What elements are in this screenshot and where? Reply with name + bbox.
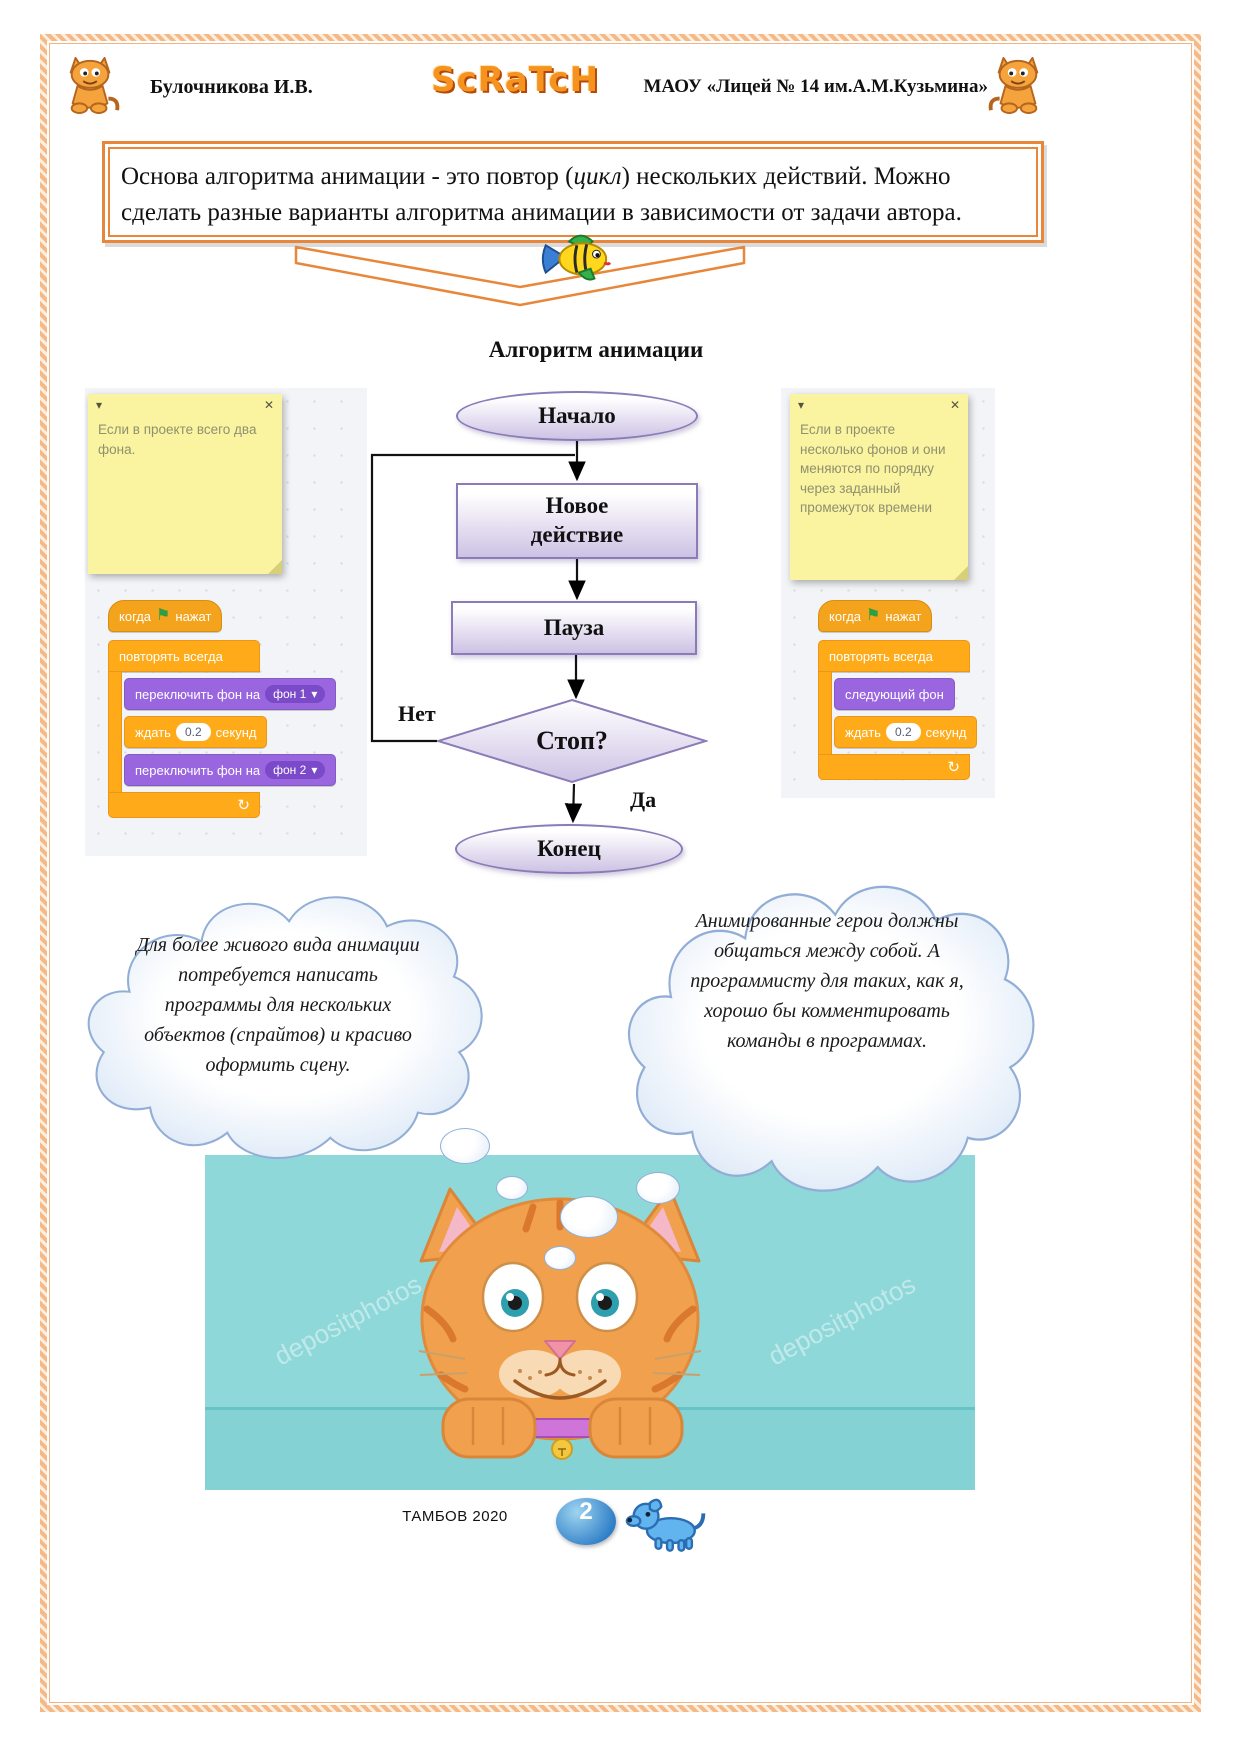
intro-text-italic: цикл: [573, 163, 622, 190]
scratch-comment-left: ▾ ✕ Если в проекте всего два фона.: [88, 394, 282, 574]
collapse-icon: ▾: [96, 398, 103, 412]
page-number-badge: 2: [556, 1498, 616, 1545]
node-label: Пауза: [543, 615, 605, 640]
when-flag-clicked-block: когда ⚑ нажат: [818, 600, 933, 632]
scratch-cat-icon: [69, 56, 120, 114]
intro-text-part2: ) нескольких действий. Можно сделать раз…: [121, 163, 962, 226]
flowchart-action-node: Новое действие: [456, 483, 698, 559]
thought-bubble: [636, 1172, 680, 1204]
switch-backdrop-block: переключить фон на фон 1 ▾: [124, 678, 337, 710]
footer-city-year: ТАМБОВ 2020: [402, 1508, 508, 1525]
school-name: МАОУ «Лицей № 14 им.А.М.Кузьмина»: [643, 76, 988, 97]
intro-text-part1: Основа алгоритма анимации - это повтор (: [121, 163, 574, 190]
close-icon: ✕: [263, 398, 274, 412]
block-label: нажат: [175, 608, 212, 624]
dropdown-arrow-icon: ▾: [311, 763, 318, 777]
thought-cloud-left-text: Для более живого вида анимации потребует…: [136, 934, 420, 1076]
fish-icon: [541, 234, 612, 281]
thought-bubble: [544, 1246, 576, 1270]
thought-cloud-right-text: Анимированные герои должны общаться межд…: [690, 910, 964, 1052]
intro-box: Основа алгоритма анимации - это повтор (…: [102, 141, 1044, 243]
dog-icon: [625, 1498, 706, 1552]
dropdown-arrow-icon: ▾: [311, 687, 318, 701]
flowchart-title: Алгоритм анимации: [488, 337, 704, 362]
comment-title-bar: ▾ ✕: [790, 394, 968, 412]
forever-block: повторять всегда: [108, 640, 260, 672]
scratch-cat-icon: [988, 56, 1039, 114]
wait-block: ждать 0.2 секунд: [834, 716, 978, 748]
comment-title-bar: ▾ ✕: [88, 394, 282, 412]
green-flag-icon: ⚑: [156, 607, 171, 624]
wait-value-input: 0.2: [175, 723, 211, 741]
loop-arrow-icon: ↻: [947, 759, 960, 776]
forever-block-cap: ↻: [818, 754, 970, 780]
block-label: повторять всегда: [119, 648, 223, 664]
backdrop-dropdown: фон 1 ▾: [265, 685, 326, 703]
thought-bubble: [560, 1196, 618, 1238]
collapse-icon: ▾: [798, 398, 805, 412]
loop-arrow-icon: ↻: [237, 797, 250, 814]
block-label: когда: [829, 608, 862, 624]
node-label: Конец: [537, 836, 601, 861]
dropdown-value: фон 2: [273, 763, 307, 777]
block-label: ждать: [135, 724, 171, 740]
node-label: Начало: [538, 403, 616, 428]
author-name: Булочникова И.В.: [150, 76, 313, 98]
wait-value-input: 0.2: [885, 723, 921, 741]
node-label: Новое действие: [530, 493, 624, 547]
block-label: переключить фон на: [135, 686, 261, 702]
flowchart-arrows: [370, 441, 586, 824]
flowchart-end-node: Конец: [455, 824, 683, 874]
intro-text: Основа алгоритма анимации - это повтор (…: [105, 144, 1041, 230]
block-label: переключить фон на: [135, 762, 261, 778]
forever-block-spine: [818, 672, 832, 754]
flowchart-yes-label: Да: [630, 787, 657, 812]
block-label: когда: [119, 608, 152, 624]
scratch-comment-right: ▾ ✕ Если в проекте несколько фонов и они…: [790, 394, 968, 580]
decision-label: Стоп?: [536, 726, 608, 755]
flowchart-no-label: Нет: [398, 701, 436, 726]
block-label: нажат: [885, 608, 922, 624]
thought-bubble: [496, 1176, 528, 1200]
block-label: ждать: [845, 724, 881, 740]
next-backdrop-block: следующий фон: [834, 678, 955, 710]
down-chevron-icon: [294, 245, 746, 307]
green-flag-icon: ⚑: [866, 607, 881, 624]
forever-block: повторять всегда: [818, 640, 970, 672]
block-label: секунд: [215, 724, 257, 740]
forever-block-cap: ↻: [108, 792, 260, 818]
flowchart-pause-node: Пауза: [451, 601, 697, 655]
wait-block: ждать 0.2 секунд: [124, 716, 268, 748]
when-flag-clicked-block: когда ⚑ нажат: [108, 600, 223, 632]
forever-block-spine: [108, 672, 122, 792]
block-label: следующий фон: [845, 686, 944, 702]
flowchart-start-node: Начало: [456, 391, 698, 441]
block-label: повторять всегда: [829, 648, 933, 664]
close-icon: ✕: [949, 398, 960, 412]
comment-text: Если в проекте всего два фона.: [98, 422, 257, 457]
backdrop-dropdown: фон 2 ▾: [265, 761, 326, 779]
thought-bubble: [440, 1128, 490, 1164]
dropdown-value: фон 1: [273, 687, 307, 701]
block-label: секунд: [925, 724, 967, 740]
watermark: depositphotos: [763, 1268, 921, 1372]
scratch-logo: ScRaTcH: [430, 60, 600, 100]
comment-text: Если в проекте несколько фонов и они мен…: [800, 422, 946, 516]
switch-backdrop-block: переключить фон на фон 2 ▾: [124, 754, 337, 786]
flowchart-decision-node: [436, 698, 708, 784]
